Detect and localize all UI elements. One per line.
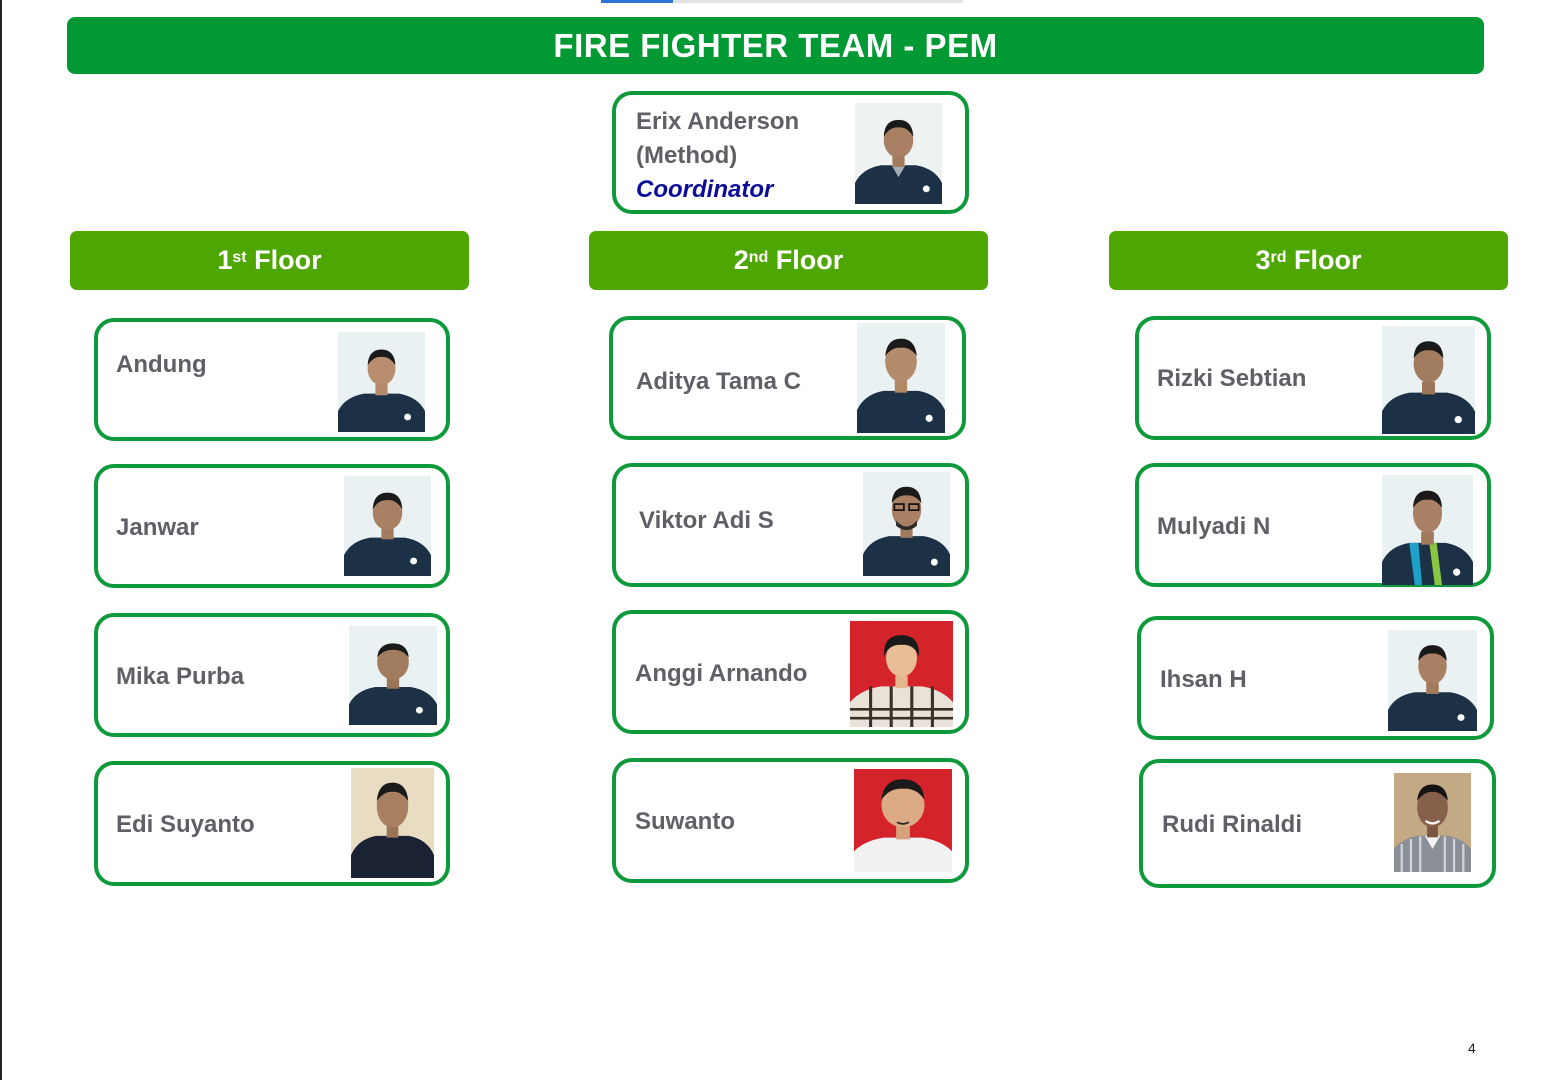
coordinator-text: Erix Anderson (Method) Coordinator xyxy=(636,105,799,207)
person-photo-icon xyxy=(863,472,950,576)
member-card: Aditya Tama C xyxy=(609,316,966,440)
floor-number: 2 xyxy=(733,245,749,275)
coordinator-dept: (Method) xyxy=(636,142,738,169)
member-name: Janwar xyxy=(116,514,199,541)
page-left-border xyxy=(0,0,2,1080)
member-name: Rudi Rinaldi xyxy=(1162,811,1302,838)
person-photo-icon xyxy=(338,332,425,432)
member-card: Rudi Rinaldi xyxy=(1139,759,1496,888)
member-name: Mulyadi N xyxy=(1157,513,1271,540)
member-card: Viktor Adi S xyxy=(612,463,969,587)
floor-number: 3 xyxy=(1255,245,1271,275)
floor-suffix: st xyxy=(232,248,247,266)
member-name: Mika Purba xyxy=(116,663,245,690)
member-card: Ihsan H xyxy=(1137,616,1494,740)
coordinator-role: Coordinator xyxy=(636,176,774,203)
member-name: Andung xyxy=(116,351,207,378)
person-photo-icon xyxy=(349,626,437,725)
page-number: 4 xyxy=(1468,1040,1476,1056)
member-card: Andung xyxy=(94,318,450,441)
member-card: Janwar xyxy=(94,464,450,588)
member-card: Mulyadi N xyxy=(1135,463,1491,587)
member-name: Anggi Arnando xyxy=(635,660,808,687)
person-photo-icon xyxy=(850,621,953,727)
floor-label: Floor xyxy=(254,245,322,275)
member-card: Mika Purba xyxy=(94,613,450,737)
page-title: FIRE FIGHTER TEAM - PEM xyxy=(67,17,1484,74)
coordinator-card: Erix Anderson (Method) Coordinator xyxy=(612,91,969,214)
floor-label: Floor xyxy=(1294,245,1362,275)
floor-suffix: nd xyxy=(748,248,769,266)
person-photo-icon xyxy=(344,476,431,576)
member-card: Suwanto xyxy=(612,758,969,883)
person-photo-icon xyxy=(1388,630,1477,731)
person-photo-icon xyxy=(1382,475,1473,585)
member-name: Suwanto xyxy=(635,808,735,835)
member-name: Edi Suyanto xyxy=(116,811,255,838)
top-scroll-strip xyxy=(601,0,963,3)
member-name: Aditya Tama C xyxy=(636,368,801,395)
floor-label: Floor xyxy=(775,245,844,275)
person-photo-icon xyxy=(1394,773,1471,872)
top-scroll-strip-accent xyxy=(601,0,673,3)
floor-number: 1 xyxy=(217,245,233,275)
member-name: Ihsan H xyxy=(1160,666,1247,693)
person-photo-icon xyxy=(855,103,942,204)
floor-suffix: rd xyxy=(1270,248,1287,266)
person-photo-icon xyxy=(1382,326,1475,434)
coordinator-name: Erix Anderson xyxy=(636,108,800,135)
member-card: Edi Suyanto xyxy=(94,761,450,886)
person-photo-icon xyxy=(351,768,434,878)
member-name: Rizki Sebtian xyxy=(1157,365,1307,392)
member-card: Anggi Arnando xyxy=(612,610,969,734)
person-photo-icon xyxy=(857,323,945,433)
member-name: Viktor Adi S xyxy=(639,507,774,534)
member-card: Rizki Sebtian xyxy=(1135,316,1491,440)
person-photo-icon xyxy=(854,769,952,872)
